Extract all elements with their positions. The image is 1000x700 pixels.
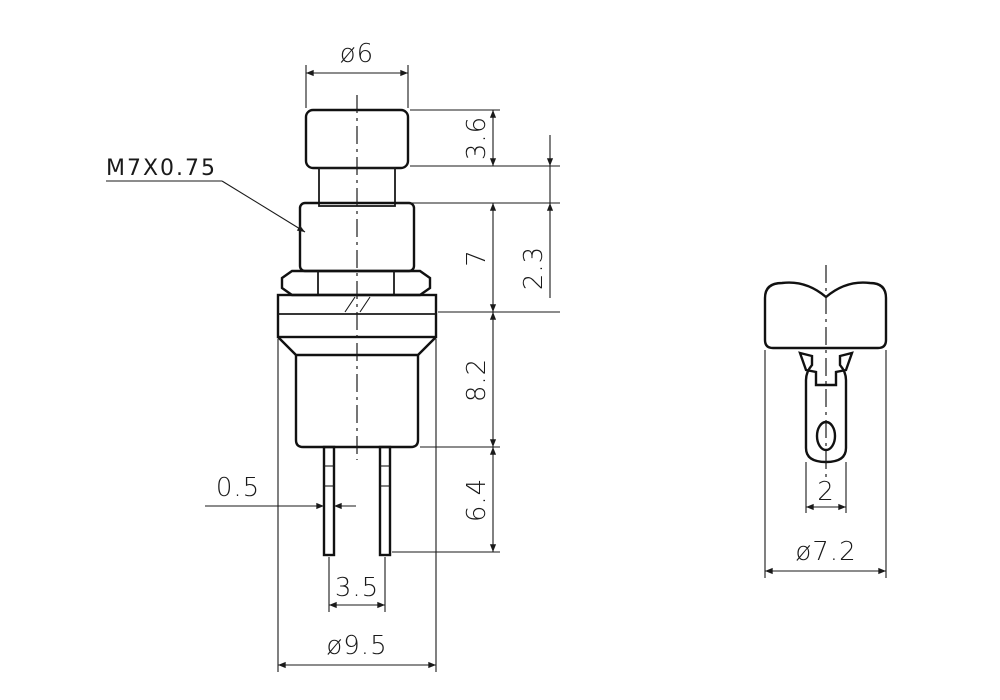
dim-cap-diameter: ø6: [305, 39, 409, 108]
svg-text:ø7.2: ø7.2: [795, 537, 856, 567]
dim-cap-height: 3.6: [462, 110, 497, 166]
dim-terminal-length: 6.4: [462, 447, 497, 553]
dim-body-height: 8.2: [462, 312, 497, 447]
hex-nut: [280, 269, 432, 297]
svg-text:ø9.5: ø9.5: [326, 631, 387, 661]
svg-text:2.3: 2.3: [519, 246, 549, 290]
svg-text:ø6: ø6: [340, 39, 374, 69]
svg-text:0.5: 0.5: [216, 473, 260, 503]
dim-terminal-spacing: 3.5: [328, 557, 386, 612]
dim-bushing-height: 7: [462, 203, 497, 312]
svg-text:8.2: 8.2: [462, 358, 492, 402]
svg-text:6.4: 6.4: [462, 478, 492, 522]
dim-terminal-hole: 2: [805, 462, 847, 513]
dim-flange-diameter: ø9.5: [277, 339, 437, 672]
end-view: [763, 265, 888, 478]
end-view-terminal: [798, 351, 854, 464]
dim-terminal-width: 0.5: [205, 473, 356, 510]
dim-body-diameter: ø7.2: [764, 350, 887, 578]
svg-text:M7X0.75: M7X0.75: [106, 156, 217, 181]
terminal-left: [322, 445, 336, 557]
side-view: [276, 95, 438, 557]
extension-lines: [392, 109, 560, 553]
svg-text:2: 2: [817, 477, 835, 507]
dim-travel: 2.3: [519, 135, 554, 298]
terminal-right: [378, 445, 392, 557]
svg-text:3.6: 3.6: [462, 116, 492, 160]
end-view-body: [763, 281, 888, 350]
svg-text:3.5: 3.5: [335, 573, 379, 603]
thread-label: M7X0.75: [106, 156, 306, 233]
svg-text:7: 7: [462, 249, 492, 267]
